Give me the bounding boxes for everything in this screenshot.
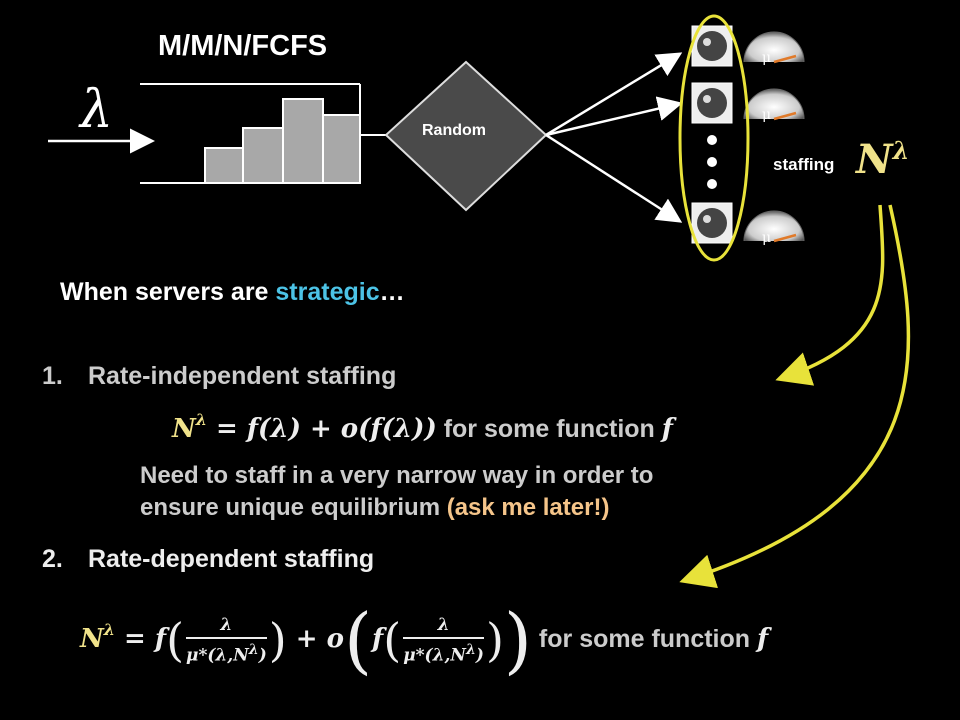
server-2 — [691, 82, 805, 124]
route-arrow-1 — [545, 52, 683, 137]
staffing-label: staffing — [773, 155, 835, 174]
intro-highlight: strategic — [275, 278, 380, 306]
router-label: Random — [422, 122, 486, 139]
server-rate-1: μ — [762, 50, 772, 66]
arrival-rate-symbol: λ — [80, 80, 113, 140]
queue-buffer — [140, 83, 361, 184]
queue-bar-1 — [204, 147, 244, 184]
server-rate-3: μ — [762, 230, 772, 246]
queue-bar-4 — [322, 114, 361, 184]
queue-bar-2 — [242, 127, 284, 184]
item-1-formula: Nλ = f(λ) + o(f(λ)) for some function f — [172, 410, 673, 444]
route-arrow-3 — [545, 133, 683, 223]
queue-bar-3 — [282, 98, 324, 184]
server-pool-ellipse — [678, 14, 750, 262]
item-1-note: Need to staff in a very narrow way in or… — [140, 462, 654, 521]
ellipsis-dot — [707, 135, 717, 145]
curve-arrow-1 — [775, 204, 885, 386]
curve-arrow-2 — [679, 204, 911, 589]
item-1-heading: 1.Rate-independent staffing — [42, 362, 397, 390]
ellipsis-dot — [707, 179, 717, 189]
server-1 — [691, 25, 805, 67]
server-rate-2: μ — [762, 107, 772, 123]
queue-title: M/M/N/FCFS — [158, 30, 328, 62]
ellipsis-dot — [707, 157, 717, 167]
route-arrow-2 — [545, 96, 683, 137]
server-3 — [691, 202, 805, 244]
ask-later-note: (ask me later!) — [446, 494, 610, 521]
router-diamond — [384, 60, 548, 212]
staffing-symbol: Nλ — [856, 136, 910, 183]
intro-line: When servers are strategic… — [60, 278, 405, 306]
item-2-heading: 2.Rate-dependent staffing — [42, 545, 375, 573]
